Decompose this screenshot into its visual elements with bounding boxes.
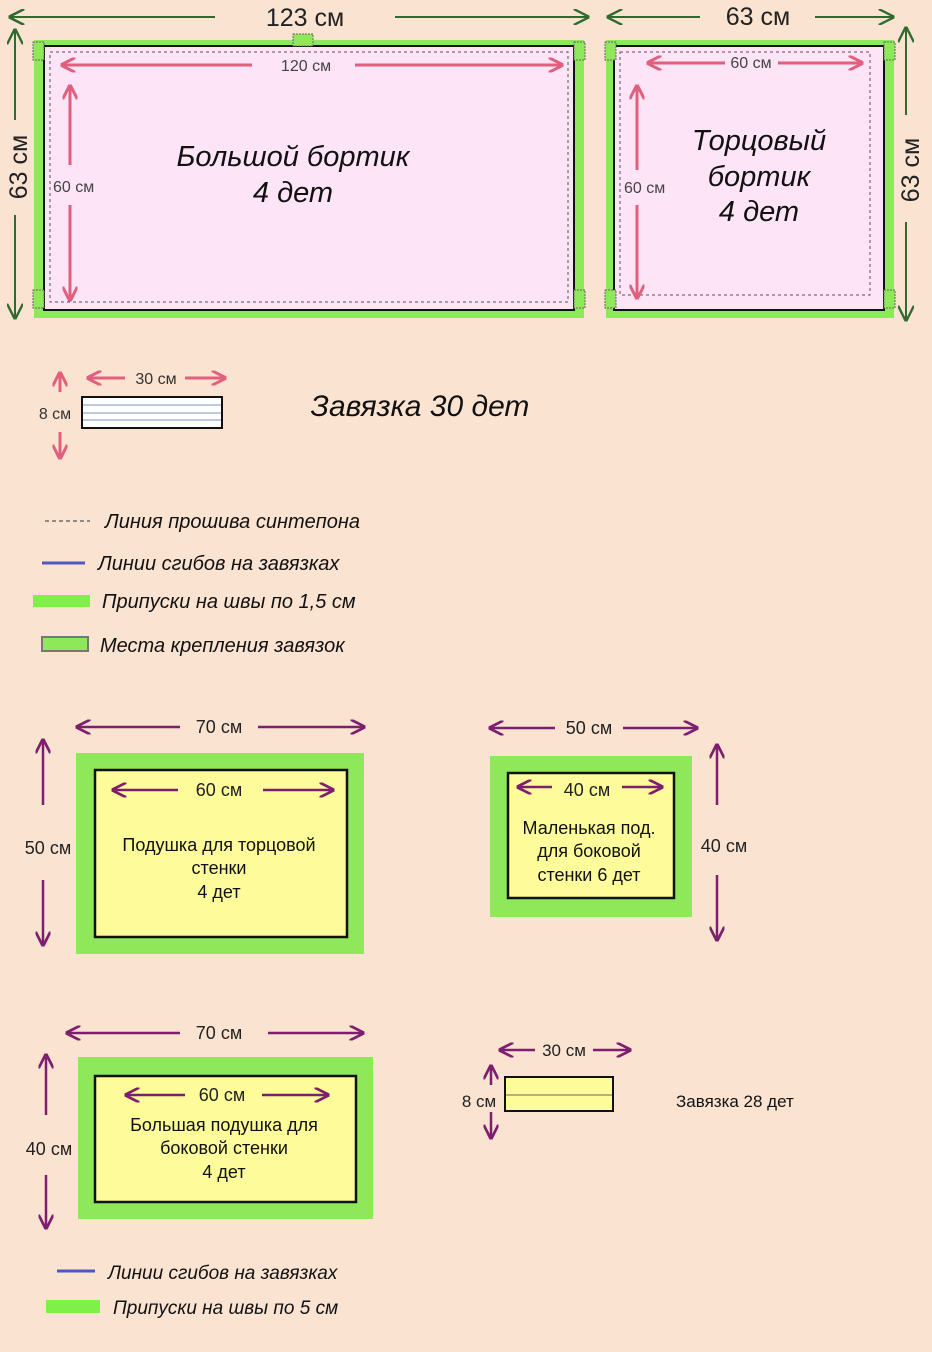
outer-height-label: 63 см xyxy=(897,138,925,202)
pillow-body xyxy=(506,771,676,900)
outer-width-label: 50 см xyxy=(566,718,612,738)
pillow-line-3: 4 дет xyxy=(197,882,240,902)
fold-lines xyxy=(83,404,221,421)
panel-body xyxy=(43,45,575,311)
inner-width-label: 60 см xyxy=(730,55,771,72)
tie-height-label: 8 см xyxy=(39,406,71,423)
outer-height-label: 40 см xyxy=(26,1139,72,1159)
inner-height-label: 60 см xyxy=(53,179,94,196)
tie-attachment-spots xyxy=(32,33,586,309)
green-box-icon xyxy=(41,636,89,652)
legend-item-fold-lines: Линии сгибов на завязках xyxy=(106,1263,339,1284)
legend-item-fold-lines: Линии сгибов на завязках xyxy=(96,553,340,575)
legend-1: Линия прошива синтепона Линии сгибов на … xyxy=(33,511,360,657)
pillow-line-1: Большая подушка для xyxy=(130,1115,318,1135)
quilting-line xyxy=(49,51,569,303)
tie-30: 8 см 30 см Завязка 30 дет xyxy=(39,371,530,458)
pillow-line-2: для боковой xyxy=(537,841,641,861)
legend-item-seam: Припуски на швы по 5 см xyxy=(113,1298,338,1319)
pillow-big-side: 70 см 40 см 60 см Большая подушка для бо… xyxy=(26,1023,373,1228)
green-bar-icon xyxy=(33,595,90,607)
tie-shape xyxy=(504,1076,614,1112)
pillow-line-1: Маленькая под. xyxy=(523,818,656,838)
tie-width-label: 30 см xyxy=(135,371,176,388)
green-bar-icon xyxy=(46,1300,100,1313)
big-side-panel: 123 см 63 см 120 см 60 см Большой бортик… xyxy=(5,4,588,318)
legend-item-tie-spots: Места крепления завязок xyxy=(100,635,346,657)
panel-title-2: бортик xyxy=(708,161,812,193)
pillow-end-wall: 70 см 50 см 60 см Подушка для торцовой с… xyxy=(25,717,364,954)
end-side-panel: 63 см 63 см 60 см 60 см Торцовый бортик … xyxy=(604,3,925,320)
outer-width-label: 123 см xyxy=(266,4,344,32)
tie-28: 30 см 8 см Завязка 28 дет xyxy=(462,1041,794,1138)
panel-body xyxy=(613,45,885,311)
pillow-line-3: 4 дет xyxy=(202,1162,245,1182)
pillow-small-side: 50 см 40 см 40 см Маленькая под. для бок… xyxy=(490,718,747,940)
tie-label: Завязка 28 дет xyxy=(676,1092,794,1111)
inner-width-label: 60 см xyxy=(196,780,242,800)
pillow-line-2: стенки xyxy=(192,858,247,878)
pillow-line-1: Подушка для торцовой xyxy=(122,835,315,855)
tie-label: Завязка 30 дет xyxy=(311,390,530,423)
outer-width-label: 70 см xyxy=(196,1023,242,1043)
outer-width-label: 70 см xyxy=(196,717,242,737)
tie-attachment-spots xyxy=(604,41,896,309)
legend-item-quilting: Линия прошива синтепона xyxy=(103,511,360,533)
inner-width-label: 40 см xyxy=(564,780,610,800)
pillow-body xyxy=(93,768,349,939)
outer-height-label: 40 см xyxy=(701,836,747,856)
panel-title: Большой бортик xyxy=(177,141,411,173)
pillow-line-3: стенки 6 дет xyxy=(537,865,640,885)
inner-width-label: 60 см xyxy=(199,1085,245,1105)
panel-title-1: Торцовый xyxy=(692,125,826,157)
tie-width-label: 30 см xyxy=(542,1041,586,1060)
panel-count: 4 дет xyxy=(253,177,333,209)
inner-height-label: 60 см xyxy=(624,180,665,197)
inner-width-label: 120 см xyxy=(281,58,331,75)
panel-count: 4 дет xyxy=(719,196,799,228)
outer-height-label: 63 см xyxy=(5,135,33,199)
tie-height-label: 8 см xyxy=(462,1092,496,1111)
legend-item-seam: Припуски на швы по 1,5 см xyxy=(102,591,356,613)
outer-width-label: 63 см xyxy=(726,3,790,31)
quilting-line xyxy=(619,51,871,296)
pillow-line-2: боковой стенки xyxy=(160,1138,288,1158)
outer-height-label: 50 см xyxy=(25,838,71,858)
legend-2: Линии сгибов на завязках Припуски на швы… xyxy=(46,1263,339,1319)
